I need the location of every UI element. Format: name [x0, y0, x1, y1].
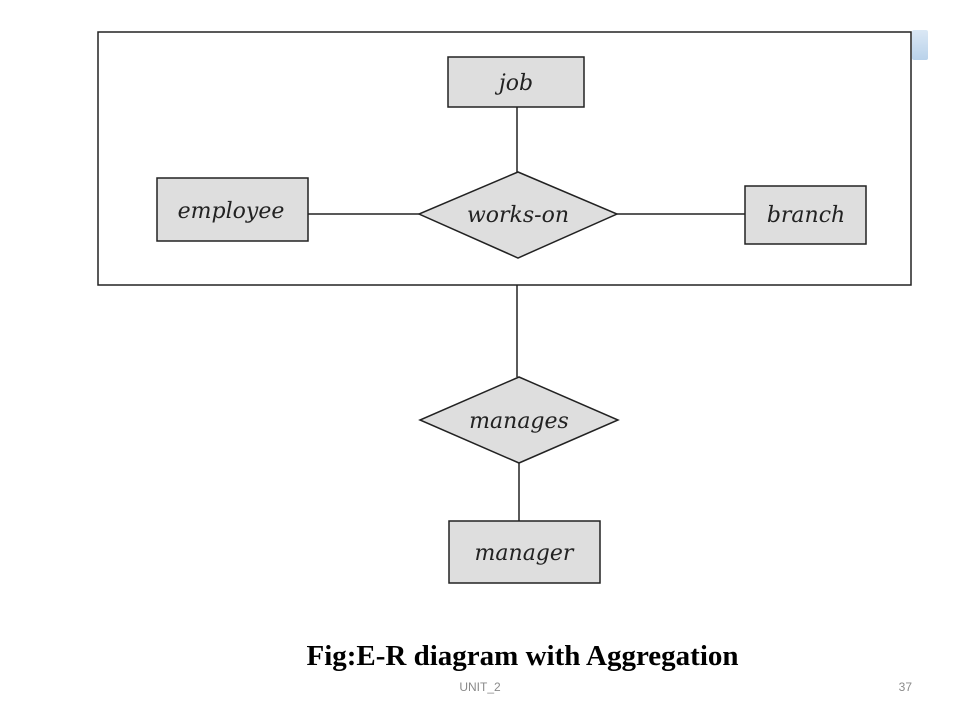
aggregation-box — [97, 31, 912, 286]
relationship-works-on: works-on — [417, 171, 619, 259]
entity-branch: branch — [744, 185, 867, 245]
figure-caption: Fig:E-R diagram with Aggregation — [306, 640, 739, 672]
entity-employee: employee — [156, 177, 309, 242]
entity-manager: manager — [448, 520, 601, 584]
entity-branch-label: branch — [767, 203, 845, 228]
relationship-works-on-label: works-on — [467, 203, 569, 228]
entity-manager-label: manager — [475, 541, 575, 566]
relationship-manages-label: manages — [469, 409, 569, 434]
page-number: 37 — [898, 680, 912, 694]
entity-job-label: job — [494, 71, 533, 96]
corner-decoration — [912, 30, 928, 60]
relationship-manages: manages — [418, 376, 620, 464]
footer-unit-label: UNIT_2 — [459, 680, 501, 694]
entity-job: job — [447, 56, 585, 108]
entity-employee-label: employee — [178, 199, 285, 224]
